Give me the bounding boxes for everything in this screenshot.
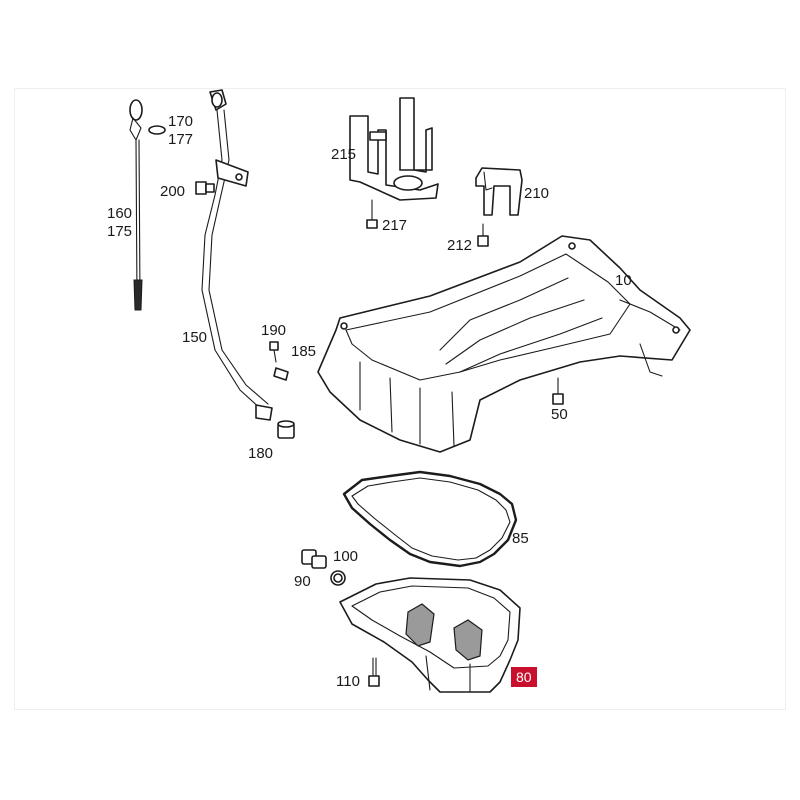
callout-50[interactable]: 50 <box>551 406 568 423</box>
callout-100[interactable]: 100 <box>333 548 359 565</box>
callout-150[interactable]: 150 <box>182 329 208 346</box>
callout-10[interactable]: 10 <box>615 272 632 289</box>
callout-180[interactable]: 180 <box>248 445 274 462</box>
sealing-ring-100[interactable] <box>330 570 346 586</box>
callout-170[interactable]: 170 <box>168 113 194 130</box>
bracket-215[interactable] <box>349 97 439 201</box>
callout-212[interactable]: 212 <box>447 237 473 254</box>
callout-210[interactable]: 210 <box>524 185 550 202</box>
seal-180[interactable] <box>277 420 295 439</box>
callout-110[interactable]: 110 <box>336 673 360 690</box>
bracket-210[interactable] <box>475 167 523 216</box>
drain-plug-90[interactable] <box>301 549 327 569</box>
dipstick[interactable] <box>129 99 143 311</box>
dipstick-guide-tube[interactable] <box>201 89 273 421</box>
callout-190[interactable]: 190 <box>261 322 287 339</box>
clip-185[interactable] <box>273 367 289 381</box>
o-ring-170[interactable] <box>148 125 166 135</box>
bolt-190[interactable] <box>269 341 279 363</box>
callout-160[interactable]: 160 <box>107 205 133 222</box>
bolt-50[interactable] <box>552 377 564 405</box>
callout-185[interactable]: 185 <box>291 343 317 360</box>
callout-85[interactable]: 85 <box>512 530 529 547</box>
callout-80-highlighted[interactable]: 80 <box>511 667 537 687</box>
bolt-212[interactable] <box>477 223 489 247</box>
callout-175[interactable]: 175 <box>107 223 133 240</box>
callout-177[interactable]: 177 <box>168 131 194 148</box>
callout-90[interactable]: 90 <box>294 573 311 590</box>
bolt-110[interactable] <box>368 657 380 687</box>
bolt-200[interactable] <box>195 181 215 195</box>
callout-217[interactable]: 217 <box>382 217 408 234</box>
bolt-217[interactable] <box>366 199 378 229</box>
lower-oil-pan-80[interactable] <box>339 577 521 693</box>
callout-200[interactable]: 200 <box>160 183 186 200</box>
callout-215[interactable]: 215 <box>331 146 357 163</box>
gasket-85[interactable] <box>342 470 518 568</box>
upper-oil-pan-10[interactable] <box>317 235 691 453</box>
